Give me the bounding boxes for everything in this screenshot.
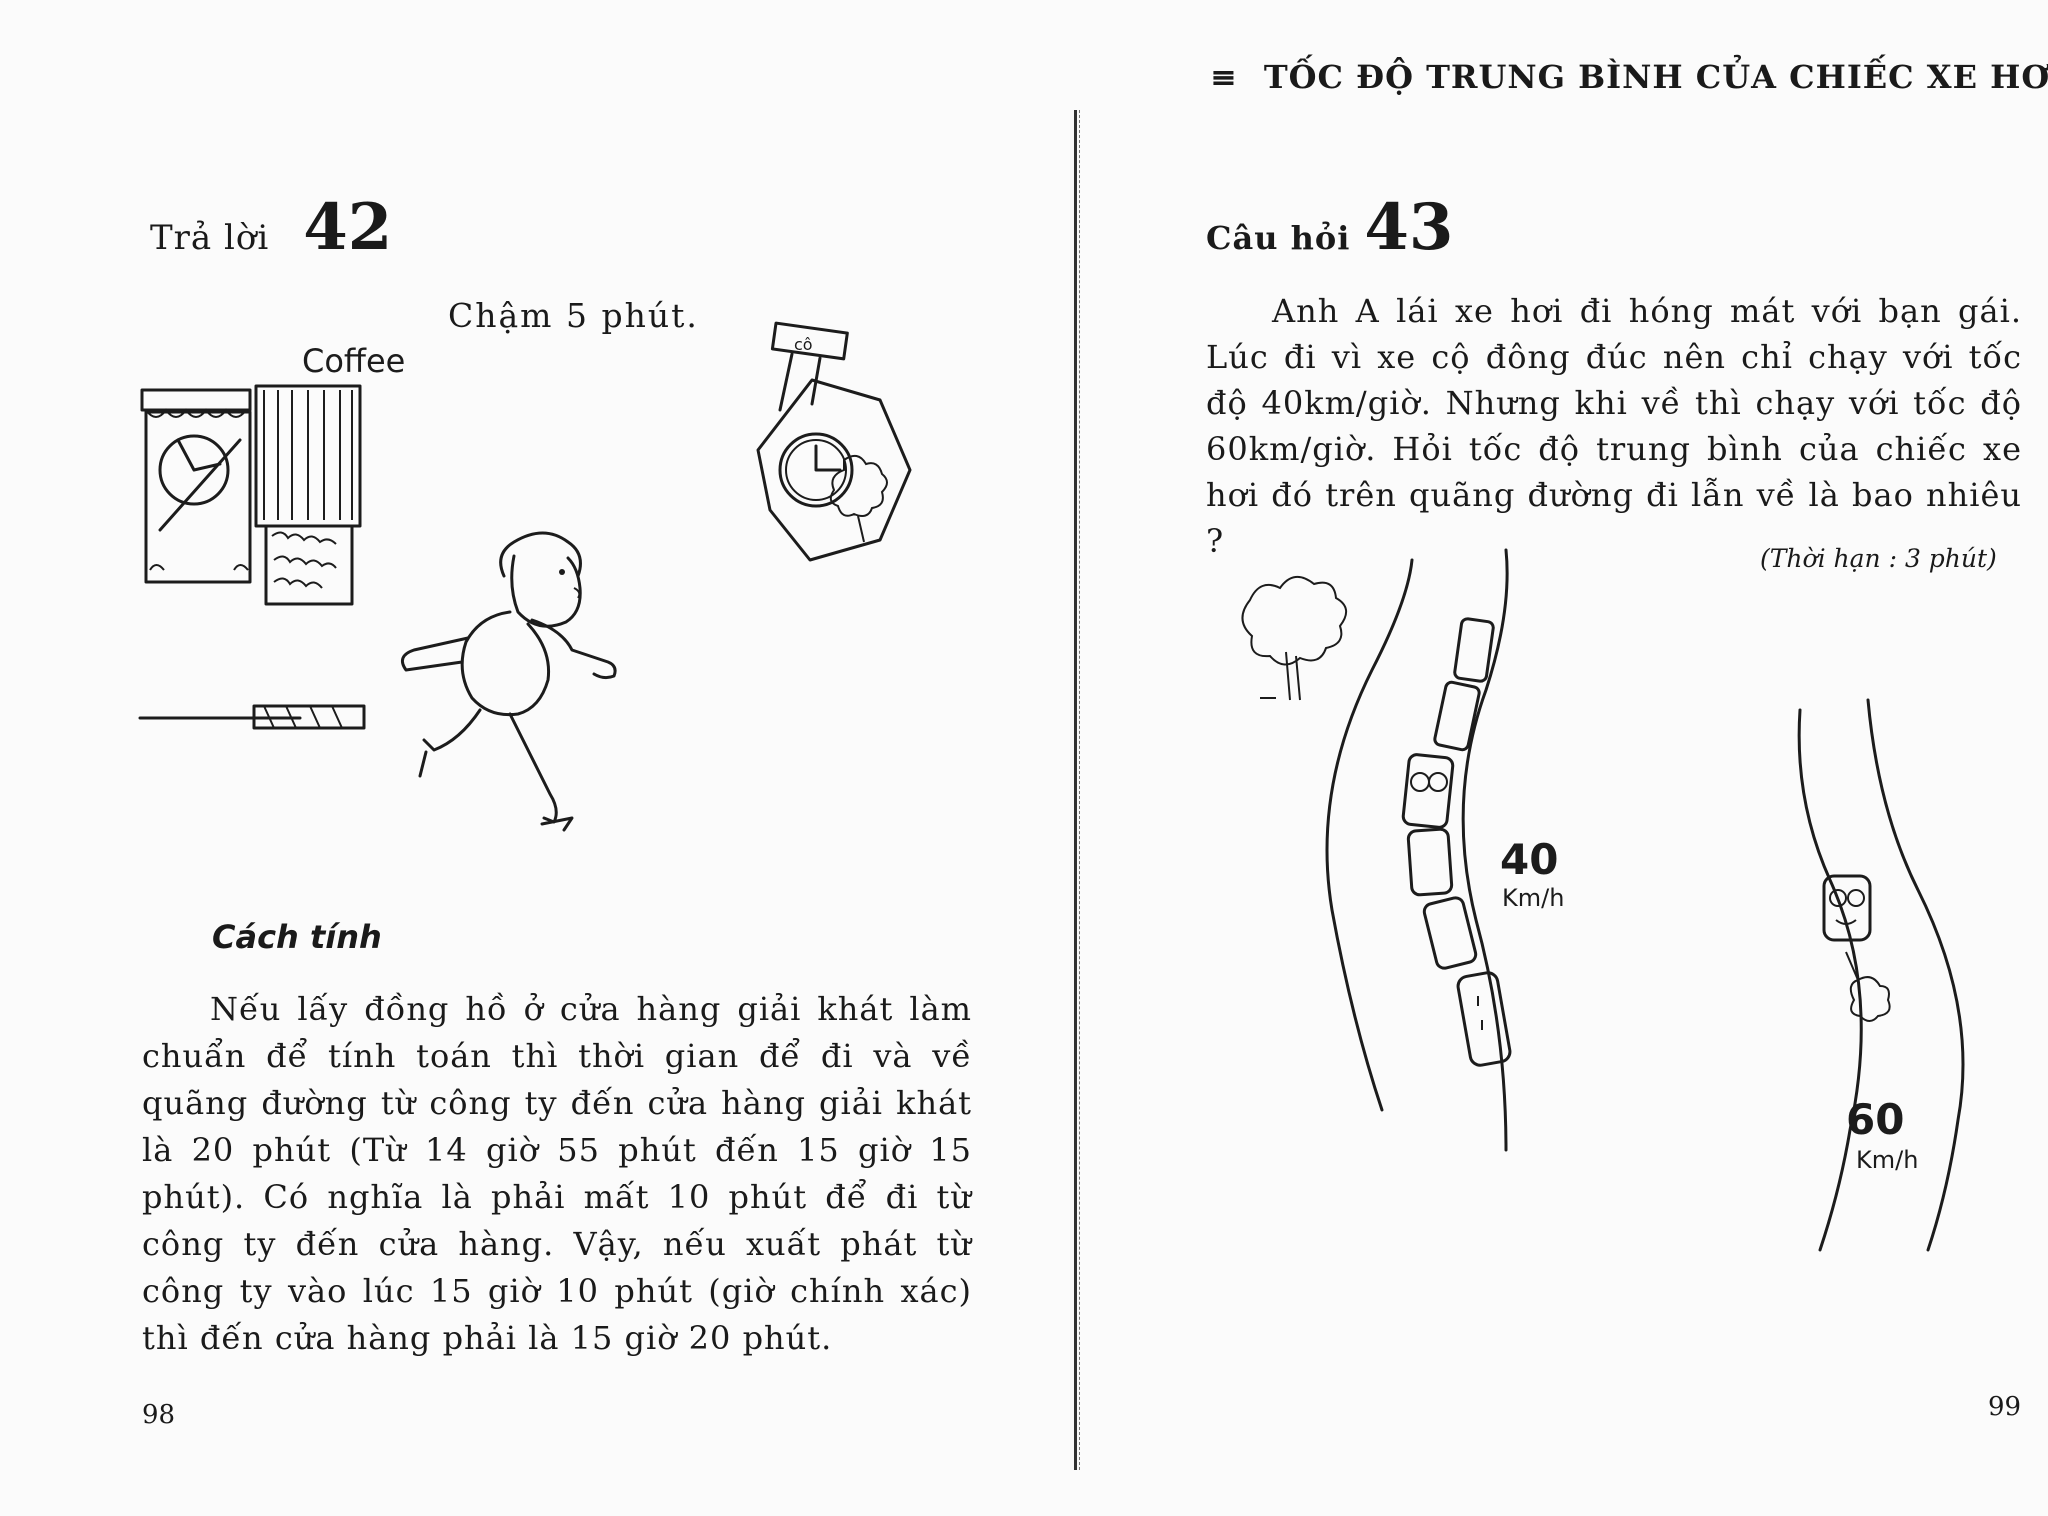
question-number: 43 [1364,190,1454,265]
running-man [400,531,617,832]
coffee-sign: Coffee [302,342,405,380]
shop-doorway [254,384,362,606]
running-head-mark: ≡ [1210,58,1238,96]
left-page: Trả lời 42 Chậm 5 phút. cô Coffee [138,190,972,1430]
answer-text: Chậm 5 phút. [448,296,699,335]
page-number-left: 98 [142,1400,176,1430]
shop-clock-window [140,388,252,584]
running-head: ≡ TỐC ĐỘ TRUNG BÌNH CỦA CHIẾC XE HƠI [1210,58,2048,96]
running-head-title: TỐC ĐỘ TRUNG BÌNH CỦA CHIẾC XE HƠI [1263,58,2048,96]
clock-sign-label: cô [794,335,813,354]
question-body: Anh A lái xe hơi đi hóng mát với bạn gái… [1206,288,2022,564]
question-label: Câu hỏi [1206,219,1351,257]
book-gutter [1074,110,1080,1470]
question-title: Câu hỏi 43 [1206,190,1453,265]
road-illustration: 40 Km/h 60 Km/h [1241,548,1965,1252]
answer-number: 42 [303,190,393,265]
traffic-cars [1401,617,1512,1067]
speed-right-value: 60 [1846,1095,1904,1144]
hanging-clock-sign: cô [756,321,912,562]
method-body: Nếu lấy đồng hồ ở cửa hàng giải khát làm… [142,986,972,1362]
speed-left-unit: Km/h [1502,884,1564,912]
method-heading: Cách tính [212,918,382,956]
speed-left-value: 40 [1500,835,1558,884]
coffee-shop-illustration: cô Coffee [138,321,912,832]
answer-label: Trả lời [150,218,270,258]
right-page: ≡ TỐC ĐỘ TRUNG BÌNH CỦA CHIẾC XE HƠI Câu … [1080,0,2048,1516]
page-number-right: 99 [1988,1392,2022,1422]
method-paragraph: Nếu lấy đồng hồ ở cửa hàng giải khát làm… [142,990,972,1357]
answer-title: Trả lời 42 [150,190,392,265]
question-paragraph: Anh A lái xe hơi đi hóng mát với bạn gái… [1206,292,2022,560]
time-limit: (Thời hạn : 3 phút) [1760,544,1997,573]
fast-car [1822,874,1891,1022]
tree [1241,576,1347,701]
speed-right-unit: Km/h [1856,1146,1918,1174]
